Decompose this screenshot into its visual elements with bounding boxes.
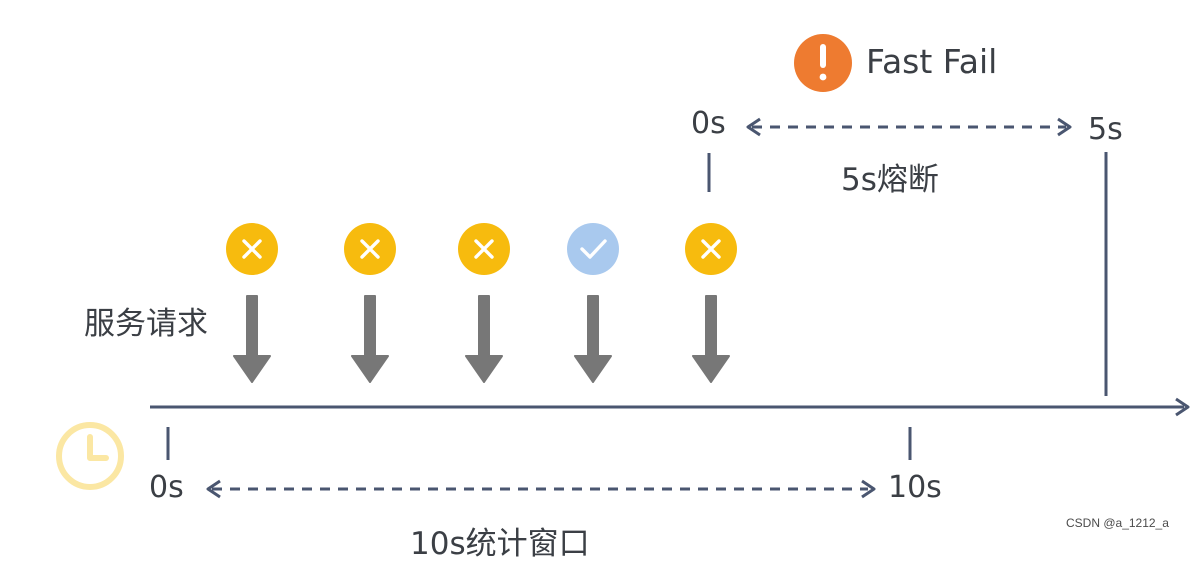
x-icon — [242, 239, 262, 259]
stat-window-caption: 10s统计窗口 — [410, 526, 590, 562]
request-arrow-down-icon — [574, 295, 612, 383]
stat-window-arrow — [206, 479, 876, 499]
request-4 — [567, 223, 619, 383]
requests-layer — [226, 223, 737, 383]
check-icon — [580, 239, 607, 259]
x-icon — [360, 239, 380, 259]
request-arrow-down-icon — [233, 295, 271, 383]
break-window-arrow — [746, 117, 1072, 137]
service-request-label: 服务请求 — [84, 306, 208, 342]
circuit-breaker-diagram — [56, 34, 1190, 499]
break-window-caption: 5s熔断 — [841, 162, 939, 198]
break-end-label: 5s — [1088, 112, 1123, 147]
clock-icon — [56, 422, 124, 490]
request-1 — [226, 223, 278, 383]
fast-fail-label: Fast Fail — [866, 42, 998, 81]
request-arrow-down-icon — [465, 295, 503, 383]
x-icon — [701, 239, 721, 259]
request-2 — [344, 223, 396, 383]
request-5 — [685, 223, 737, 383]
request-3 — [458, 223, 510, 383]
stat-start-label: 0s — [149, 470, 184, 505]
stat-end-label: 10s — [888, 470, 942, 505]
request-arrow-down-icon — [351, 295, 389, 383]
request-status-circle — [567, 223, 619, 275]
exclamation-icon — [794, 34, 852, 92]
break-start-label: 0s — [691, 106, 726, 141]
x-icon — [474, 239, 494, 259]
watermark: CSDN @a_1212_a — [1066, 516, 1169, 530]
request-arrow-down-icon — [692, 295, 730, 383]
